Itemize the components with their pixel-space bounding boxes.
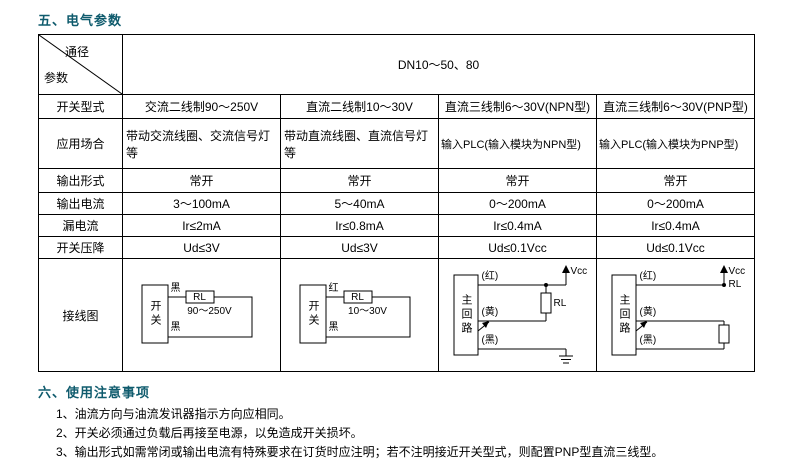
vcc-label: Vcc (570, 266, 588, 277)
row-wiring-diagrams: 接线图 开关 黑 RL 90～250V 黑 (38, 258, 756, 372)
usage-notes-list: 1、油流方向与油流发讯器指示方向应相同。 2、开关必须通过负载后再接至电源，以免… (56, 406, 756, 461)
cell-leakage-pnp: Ir≤0.4mA (595, 214, 756, 237)
wire-label-red-top: 红 (328, 283, 339, 294)
diagonal-divider (39, 35, 122, 94)
cell-output-form-npn: 常开 (438, 168, 597, 193)
wiring-diagram-pnp: 主回路 (红) Vcc RL (黄) (黑) (595, 258, 756, 372)
note-item-2: 2、开关必须通过负载后再接至电源，以免造成开关损坏。 (56, 426, 363, 440)
row-label-output-current: 输出电流 (38, 192, 123, 215)
cell-vdrop-npn: Ud≤0.1Vcc (438, 236, 597, 259)
cell-output-current-ac2: 3～100mA (122, 192, 281, 215)
corner-label-parameter: 参数 (44, 71, 69, 85)
corner-label-diameter: 通径 (65, 45, 90, 59)
load-resistor-label: RL (728, 279, 742, 290)
vcc-label: Vcc (728, 266, 746, 277)
section-notes-title: 六、使用注意事项 (38, 385, 151, 400)
wire-label-black: (黑) (639, 335, 657, 346)
row-output-current: 输出电流 3～100mA 5～40mA 0～200mA 0～200mA (38, 192, 756, 215)
wire-label-yellow: (黄) (481, 307, 499, 318)
row-label-leakage-current: 漏电流 (38, 214, 123, 237)
wiring-diagram-ac2: 开关 黑 RL 90～250V 黑 (122, 258, 281, 372)
wiring-diagram-dc2: 开关 红 RL 10～30V 黑 (280, 258, 439, 372)
cell-switch-type-dc2: 直流二线制10～30V (280, 94, 439, 119)
cell-switch-type-npn: 直流三线制6～30V(NPN型) (438, 94, 597, 119)
cell-application-ac2: 带动交流线圈、交流信号灯等 (122, 118, 281, 169)
cell-output-form-pnp: 常开 (595, 168, 756, 193)
row-application: 应用场合 带动交流线圈、交流信号灯等 带动直流线圈、直流信号灯等 输入PLC(输… (38, 118, 756, 169)
wire-label-black-bottom: 黑 (170, 322, 181, 333)
row-leakage-current: 漏电流 Ir≤2mA Ir≤0.8mA Ir≤0.4mA Ir≤0.4mA (38, 214, 756, 237)
wire-label-black-bottom: 黑 (328, 322, 339, 333)
cell-output-form-ac2: 常开 (122, 168, 281, 193)
cell-application-dc2: 带动直流线圈、直流信号灯等 (280, 118, 439, 169)
cell-vdrop-pnp: Ud≤0.1Vcc (595, 236, 756, 259)
note-item-3: 3、输出形式如需常闭或输出电流有特殊要求在订货时应注明；若不注明接近开关型式，则… (56, 445, 664, 459)
corner-cell: 通径 参数 (38, 34, 123, 95)
diameter-range-cell: DN10～50、80 (121, 34, 756, 95)
wire-label-black-top: 黑 (170, 283, 181, 294)
wire-label-black: (黑) (481, 335, 499, 346)
supply-voltage-label: 90～250V (187, 306, 232, 317)
circuit-dc2-icon (299, 284, 410, 344)
cell-leakage-ac2: Ir≤2mA (122, 214, 281, 237)
row-label-application: 应用场合 (38, 118, 123, 169)
cell-switch-type-pnp: 直流三线制6～30V(PNP型) (595, 94, 756, 119)
cell-switch-type-ac2: 交流二线制90～250V (122, 94, 281, 119)
load-resistor-label: RL (351, 292, 364, 303)
load-resistor-label: RL (193, 292, 206, 303)
row-label-switch-type: 开关型式 (38, 94, 123, 119)
cell-output-current-dc2: 5～40mA (280, 192, 439, 215)
cell-output-form-dc2: 常开 (280, 168, 439, 193)
supply-voltage-label: 10～30V (348, 306, 387, 317)
cell-vdrop-dc2: Ud≤3V (280, 236, 439, 259)
load-resistor-label: RL (553, 298, 567, 309)
cell-leakage-dc2: Ir≤0.8mA (280, 214, 439, 237)
main-circuit-box-label: 主回路 (618, 294, 630, 336)
circuit-pnp-icon (611, 265, 729, 356)
row-label-voltage-drop: 开关压降 (38, 236, 123, 259)
wire-label-yellow: (黄) (639, 307, 657, 318)
wiring-diagram-npn: 主回路 (红) Vcc RL (黄) (黑) (438, 258, 597, 372)
cell-leakage-npn: Ir≤0.4mA (438, 214, 597, 237)
electrical-params-table: 通径 参数 DN10～50、80 开关型式 交流二线制90～250V 直流二线制… (38, 34, 756, 372)
section-electrical-title: 五、电气参数 (38, 13, 123, 28)
cell-application-npn: 输入PLC(输入模块为NPN型) (438, 118, 597, 169)
wire-label-red: (红) (481, 271, 499, 282)
circuit-ac2-icon (141, 284, 252, 344)
row-label-output-form: 输出形式 (38, 168, 123, 193)
main-circuit-box-label: 主回路 (460, 294, 472, 336)
row-voltage-drop: 开关压降 Ud≤3V Ud≤3V Ud≤0.1Vcc Ud≤0.1Vcc (38, 236, 756, 259)
circuit-npn-icon (453, 265, 573, 364)
cell-vdrop-ac2: Ud≤3V (122, 236, 281, 259)
row-output-form: 输出形式 常开 常开 常开 常开 (38, 168, 756, 193)
header-row: 通径 参数 DN10～50、80 (38, 34, 756, 95)
row-switch-type: 开关型式 交流二线制90～250V 直流二线制10～30V 直流三线制6～30V… (38, 94, 756, 119)
note-item-1: 1、油流方向与油流发讯器指示方向应相同。 (56, 407, 291, 421)
cell-output-current-npn: 0～200mA (438, 192, 597, 215)
wire-label-red: (红) (639, 271, 657, 282)
switch-box-label: 开关 (149, 300, 161, 328)
cell-output-current-pnp: 0～200mA (595, 192, 756, 215)
row-label-wiring-diagram: 接线图 (38, 258, 123, 372)
switch-box-label: 开关 (307, 300, 319, 328)
cell-application-pnp: 输入PLC(输入模块为PNP型) (595, 118, 756, 169)
